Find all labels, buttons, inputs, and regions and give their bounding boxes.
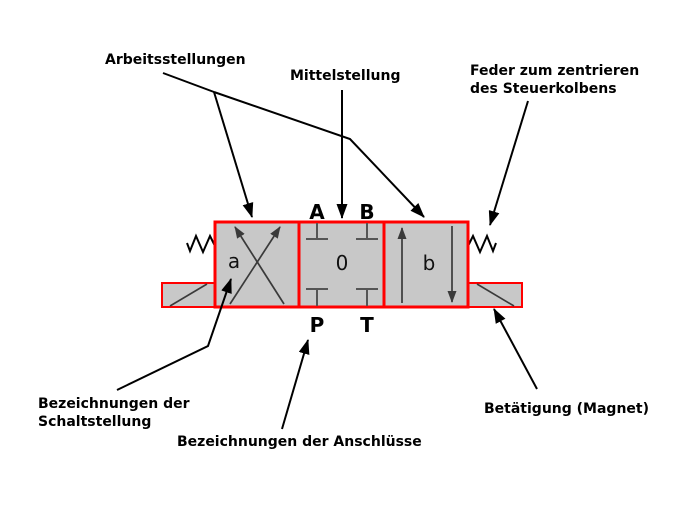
crossed-arrow-left-icon [234,226,285,305]
pointer-arbeitsstellungen-stem [162,72,215,93]
label-schaltstellung: Bezeichnungen der Schaltstellung [38,396,190,430]
pointer-feder [488,100,529,226]
valve-box-0 [297,220,386,309]
flow-symbol-crossed [229,226,285,305]
flow-symbol-parallel [397,226,457,303]
pointer-arbeitsstellungen-branch-b [213,91,425,218]
label-arbeitsstellungen: Arbeitsstellungen [105,52,246,68]
label-schaltstellung-line1: Bezeichnungen der [38,396,190,412]
crossed-arrow-right-icon [229,226,281,305]
label-feder: Feder zum zentrieren des Steuerkolbens [470,63,639,97]
position-label-b: b [423,251,436,275]
blocked-port-symbols [306,223,378,306]
solenoid-left-diagonal-icon [169,283,208,307]
label-mittelstellung: Mittelstellung [290,68,400,84]
label-anschluesse: Bezeichnungen der Anschlüsse [177,434,422,450]
solenoid-right [467,282,523,308]
pointer-anschluesse [281,339,310,430]
blocked-port-top-right-icon [356,223,378,240]
port-label-B: B [359,200,374,224]
position-label-a: a [228,249,240,273]
solenoid-left-box [161,282,216,308]
blocked-port-bottom-right-icon [356,288,378,306]
blocked-port-bottom-left-icon [306,288,328,306]
spring-right-icon [467,233,497,255]
solenoid-left [161,282,216,308]
port-label-P: P [310,313,325,337]
pointer-betaetigung [493,308,538,390]
blocked-port-top-left-icon [306,223,328,240]
label-feder-line2: des Steuerkolbens [470,81,617,97]
label-betaetigung: Betätigung (Magnet) [484,401,649,417]
pointer-schaltstellung [116,278,232,391]
pointer-arbeitsstellungen-branch-a [213,91,254,218]
spring-left-icon [186,233,216,255]
pointer-arbeitsstellungen [162,72,425,218]
label-feder-line1: Feder zum zentrieren [470,63,639,79]
position-label-0: 0 [336,251,349,275]
solenoid-right-diagonal-icon [476,283,515,307]
label-schaltstellung-line2: Schaltstellung [38,414,151,430]
port-label-T: T [360,313,374,337]
port-label-A: A [309,200,325,224]
